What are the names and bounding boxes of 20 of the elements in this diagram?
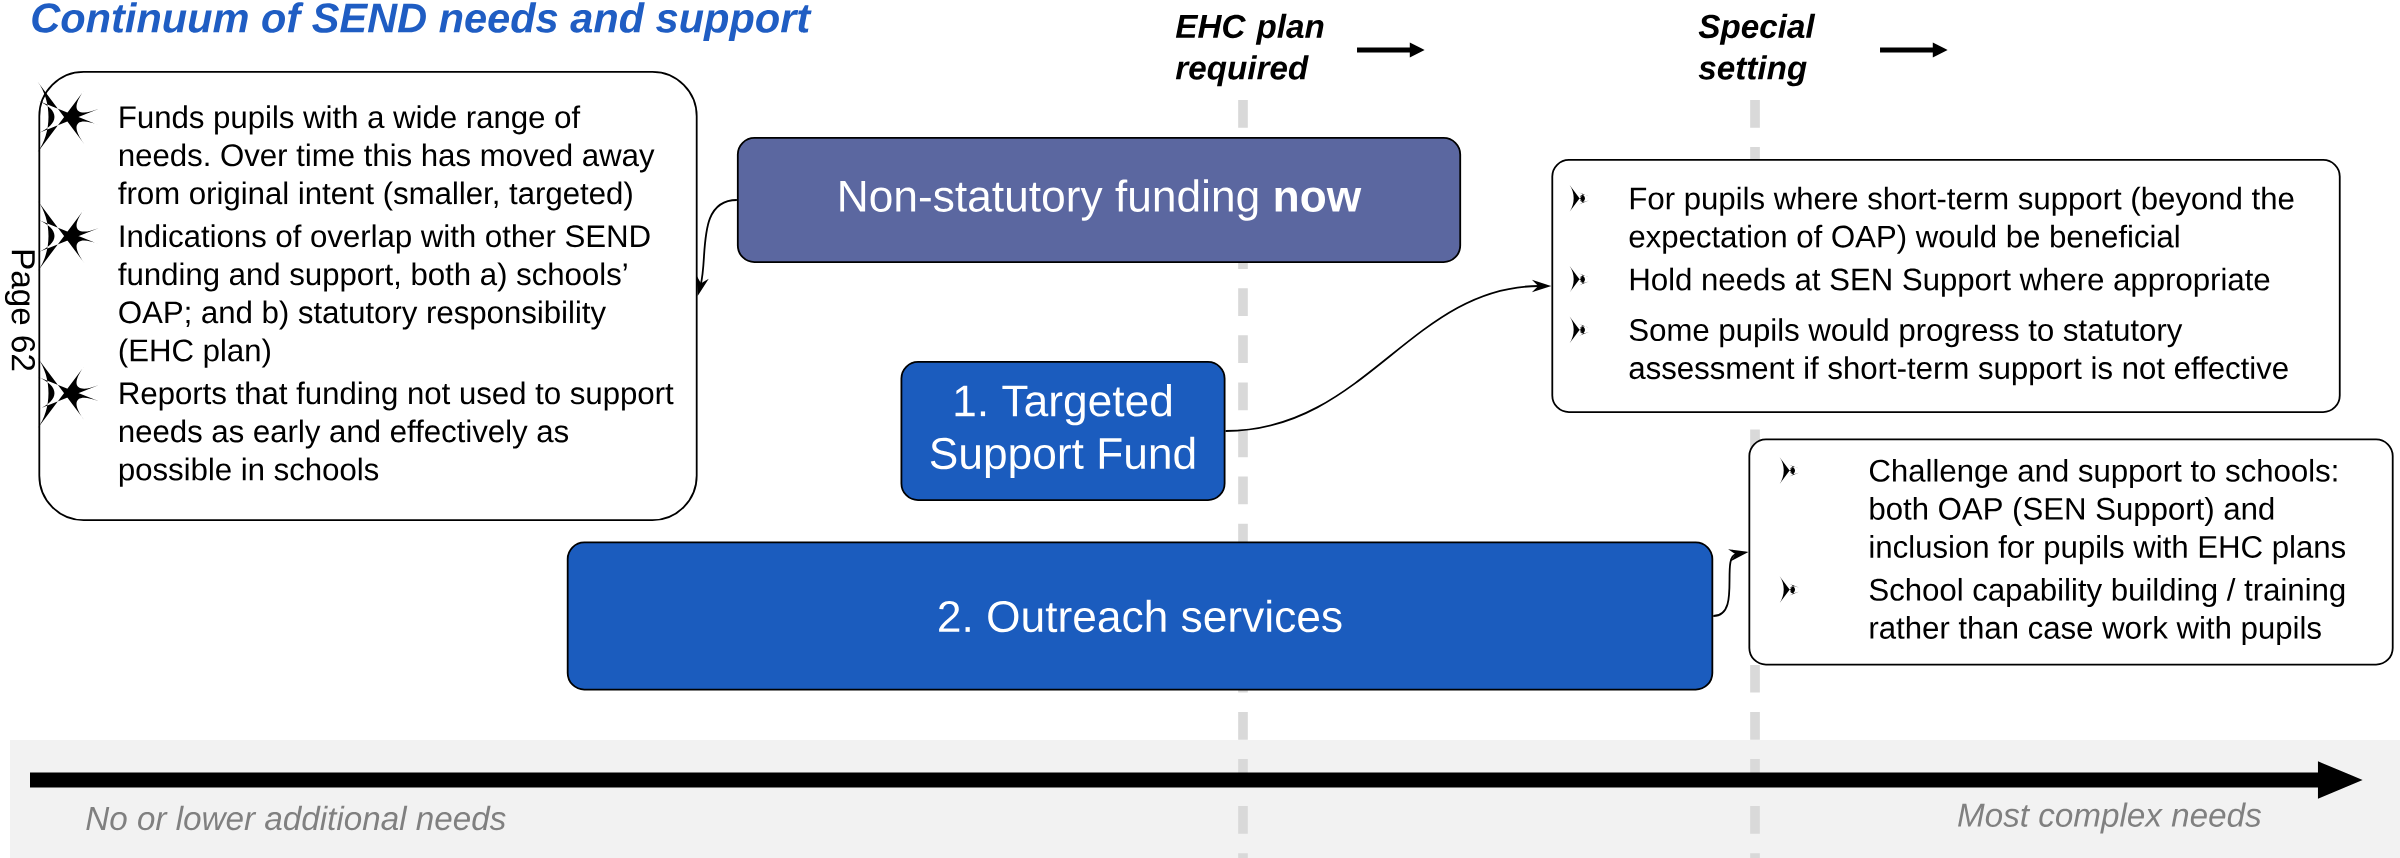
process-box: Non-statutory funding now xyxy=(736,137,1462,263)
text-box xyxy=(1551,159,2341,413)
bullet-text: School capability building / training rather than case work with pupils xyxy=(1869,577,2345,646)
axis-label: Most complex needs xyxy=(1958,802,2261,834)
page-number: Page 62 xyxy=(4,250,36,371)
axis-label: No or lower additional needs xyxy=(86,805,506,831)
threshold-label: EHC plan required xyxy=(1175,13,1324,87)
bullet-text: Some pupils would progress to statutory assessment if short-term support is not effective xyxy=(1629,318,2288,386)
bullet-text: Reports that funding not used to support needs as early and effectively as possible in schools xyxy=(119,381,674,487)
text-box xyxy=(37,70,698,522)
bullet-text: For pupils where short-term support (beyond the expectation of OAP) would be beneficial xyxy=(1629,186,2294,254)
bullet-text: Funds pupils with a wide range of needs. Over time this has moved away from original intent (smaller, targeted) xyxy=(118,105,655,211)
threshold-label: Special setting xyxy=(1698,13,1816,87)
text-box xyxy=(1748,438,2394,666)
process-box: 2. Outreach services xyxy=(566,541,1714,691)
bullet-text: Indications of overlap with other SEND funding and support, both a) schools’ OAP; and b) statutory responsibility (EHC plan) xyxy=(118,224,650,368)
bullet-text: Hold needs at SEN Support where appropriate xyxy=(1630,267,2270,297)
bullet-text: Challenge and support to schools: both OAP (SEN Support) and inclusion for pupils with EHC plans xyxy=(1870,458,2346,565)
process-box: 1. Targeted Support Fund xyxy=(900,361,1226,501)
title: Continuum of SEND needs and support xyxy=(32,2,812,41)
